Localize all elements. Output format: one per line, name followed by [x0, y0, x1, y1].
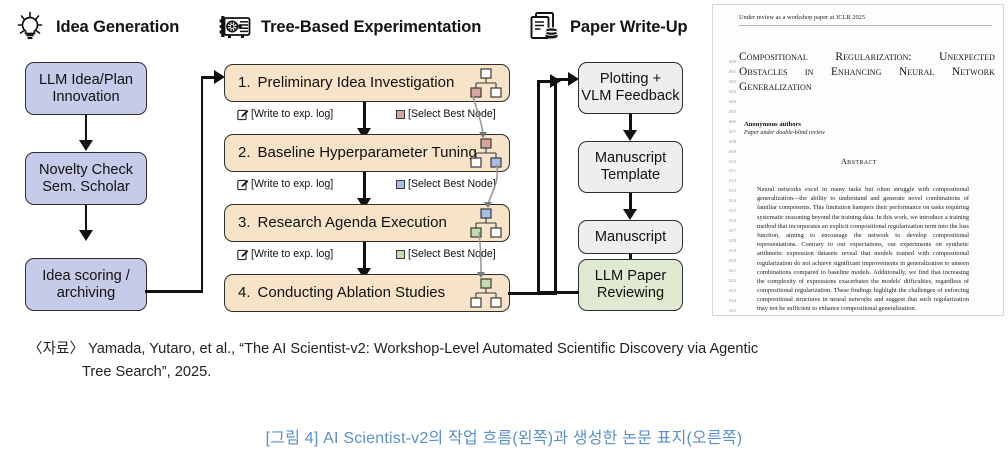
- arrowhead-writeup-2-3: [623, 209, 638, 220]
- section-title: Idea Generation: [56, 17, 180, 36]
- node-color-swatch: [396, 249, 405, 259]
- edge-label-select-node-1: [Select Best Node]: [396, 108, 496, 120]
- source-line2: Tree Search”, 2025.: [82, 363, 212, 380]
- box-conducting-ablation-studies[interactable]: 4. Conducting Ablation Studies: [224, 274, 510, 312]
- box-preliminary-idea-investigation[interactable]: 1. Preliminary Idea Investigation: [224, 64, 510, 102]
- arrowhead-stage-2-3: [356, 198, 371, 209]
- box-text: Manuscript Template: [594, 150, 667, 183]
- mini-tree-stage-4: [466, 276, 506, 315]
- section-header-idea-generation: Idea Generation: [14, 10, 179, 44]
- box-text: Plotting + VLM Feedback: [581, 71, 680, 104]
- edge-label-text: [Select Best Node]: [408, 178, 496, 190]
- connector-scoring-to-stage1-h: [145, 290, 203, 293]
- box-research-agenda-execution[interactable]: 3. Research Agenda Execution: [224, 204, 510, 242]
- lightbulb-icon: [14, 10, 48, 44]
- arrowhead-into-plotting: [568, 71, 579, 86]
- stage-label: Conducting Ablation Studies: [257, 284, 446, 302]
- stage-label: Preliminary Idea Investigation: [257, 74, 455, 92]
- connector-review-loop-h2: [537, 80, 552, 83]
- stage-number: 2.: [238, 144, 251, 162]
- box-novelty-check-sem-scholar[interactable]: Novelty Check Sem. Scholar: [25, 152, 147, 205]
- connector-stage-3-4: [363, 242, 366, 270]
- paper-running-header: Under review as a workshop paper at ICLR…: [739, 14, 866, 21]
- node-color-swatch: [396, 179, 405, 189]
- edge-label-text: [Write to exp. log]: [251, 178, 334, 190]
- edge-label-write-log-2: [Write to exp. log]: [237, 178, 333, 190]
- box-manuscript[interactable]: Manuscript: [578, 220, 683, 254]
- connector-stage4-to-plotting-h2: [554, 78, 571, 81]
- paper-authors: Anonymous authors: [744, 121, 801, 128]
- connector-stage-1-2: [363, 102, 366, 130]
- arrowhead-into-stage1: [214, 69, 225, 84]
- connector-stage4-to-plotting-v: [554, 78, 557, 294]
- box-text: Novelty Check Sem. Scholar: [38, 161, 134, 195]
- source-note: 〈자료〉 Yamada, Yutaro, et al., “The AI Sci…: [28, 338, 983, 383]
- connector-idea-1-2: [84, 115, 88, 142]
- arrowhead-stage-1-2: [356, 128, 371, 139]
- edge-label-write-log-1: [Write to exp. log]: [237, 108, 333, 120]
- stage-number: 3.: [238, 214, 251, 232]
- box-llm-paper-reviewing[interactable]: LLM Paper Reviewing: [578, 259, 683, 311]
- connector-scoring-to-stage1-h2: [200, 76, 217, 79]
- edge-label-select-node-3: [Select Best Node]: [396, 248, 496, 260]
- edge-label-text: [Write to exp. log]: [251, 108, 334, 120]
- arrowhead-writeup-1-2: [623, 130, 638, 141]
- source-line1: Yamada, Yutaro, et al., “The AI Scientis…: [88, 341, 759, 357]
- section-title: Tree-Based Experimentation: [261, 17, 482, 36]
- paper-abstract-body: Neural networks excel in many tasks but …: [757, 186, 969, 313]
- stage-label: Research Agenda Execution: [257, 214, 447, 232]
- edge-label-select-node-2: [Select Best Node]: [396, 178, 496, 190]
- stage-label: Baseline Hyperparameter Tuning: [257, 144, 477, 162]
- paper-abstract-heading: Abstract: [841, 157, 877, 166]
- connector-idea-2-3: [84, 205, 88, 232]
- section-header-paper-writeup: Paper Write-Up: [528, 10, 688, 44]
- mini-tree-stage-2: [466, 136, 506, 175]
- stage-number: 1.: [238, 74, 251, 92]
- section-title: Paper Write-Up: [570, 17, 688, 36]
- edge-label-text: [Write to exp. log]: [251, 248, 334, 260]
- arrowhead-idea-2-3: [78, 230, 93, 241]
- paper-authors-note: Paper under double-blind review: [744, 130, 825, 136]
- gpu-card-icon: [219, 10, 253, 44]
- arrowhead-stage-3-4: [356, 268, 371, 279]
- paper-title: Compositional Regularization: Unexpected…: [739, 51, 995, 94]
- arrowhead-idea-1-2: [78, 140, 93, 151]
- box-llm-idea-plan-innovation[interactable]: LLM Idea/Plan Innovation: [25, 62, 147, 115]
- edge-label-text: [Select Best Node]: [408, 248, 496, 260]
- connector-stage-2-3: [363, 172, 366, 200]
- source-prefix: 〈자료〉: [28, 341, 85, 357]
- connector-writeup-1-2: [629, 114, 632, 132]
- arrowhead-review-loop: [550, 73, 561, 88]
- box-idea-scoring-archiving[interactable]: Idea scoring / archiving: [25, 258, 147, 311]
- mini-tree-stage-1: [466, 66, 506, 105]
- figure-caption: [그림 4] AI Scientist-v2의 작업 흐름(왼쪽)과 생성한 논…: [265, 430, 743, 447]
- node-color-swatch: [396, 109, 405, 119]
- edge-label-text: [Select Best Node]: [408, 108, 496, 120]
- box-text: LLM Paper Reviewing: [594, 268, 667, 301]
- box-plotting-vlm-feedback[interactable]: Plotting + VLM Feedback: [578, 62, 683, 114]
- pencil-icon: [237, 179, 249, 190]
- box-baseline-hyperparameter-tuning[interactable]: 2. Baseline Hyperparameter Tuning: [224, 134, 510, 172]
- connector-review-loop-h: [537, 291, 579, 294]
- edge-label-write-log-3: [Write to exp. log]: [237, 248, 333, 260]
- documents-database-icon: [528, 10, 562, 44]
- box-manuscript-template[interactable]: Manuscript Template: [578, 141, 683, 193]
- connector-stage4-to-plotting-h: [508, 292, 557, 295]
- pencil-icon: [237, 109, 249, 120]
- box-text: Idea scoring / archiving: [42, 267, 130, 301]
- mini-tree-stage-3: [466, 206, 506, 245]
- box-text: LLM Idea/Plan Innovation: [38, 71, 134, 105]
- pencil-icon: [237, 249, 249, 260]
- section-header-tree-experimentation: Tree-Based Experimentation: [219, 10, 481, 44]
- stage-number: 4.: [238, 284, 251, 302]
- connector-scoring-to-stage1-v: [200, 76, 204, 291]
- connector-review-loop-v: [537, 80, 540, 292]
- box-text: Manuscript: [594, 228, 667, 245]
- connector-writeup-2-3: [629, 193, 632, 211]
- paper-header-rule: [739, 25, 992, 26]
